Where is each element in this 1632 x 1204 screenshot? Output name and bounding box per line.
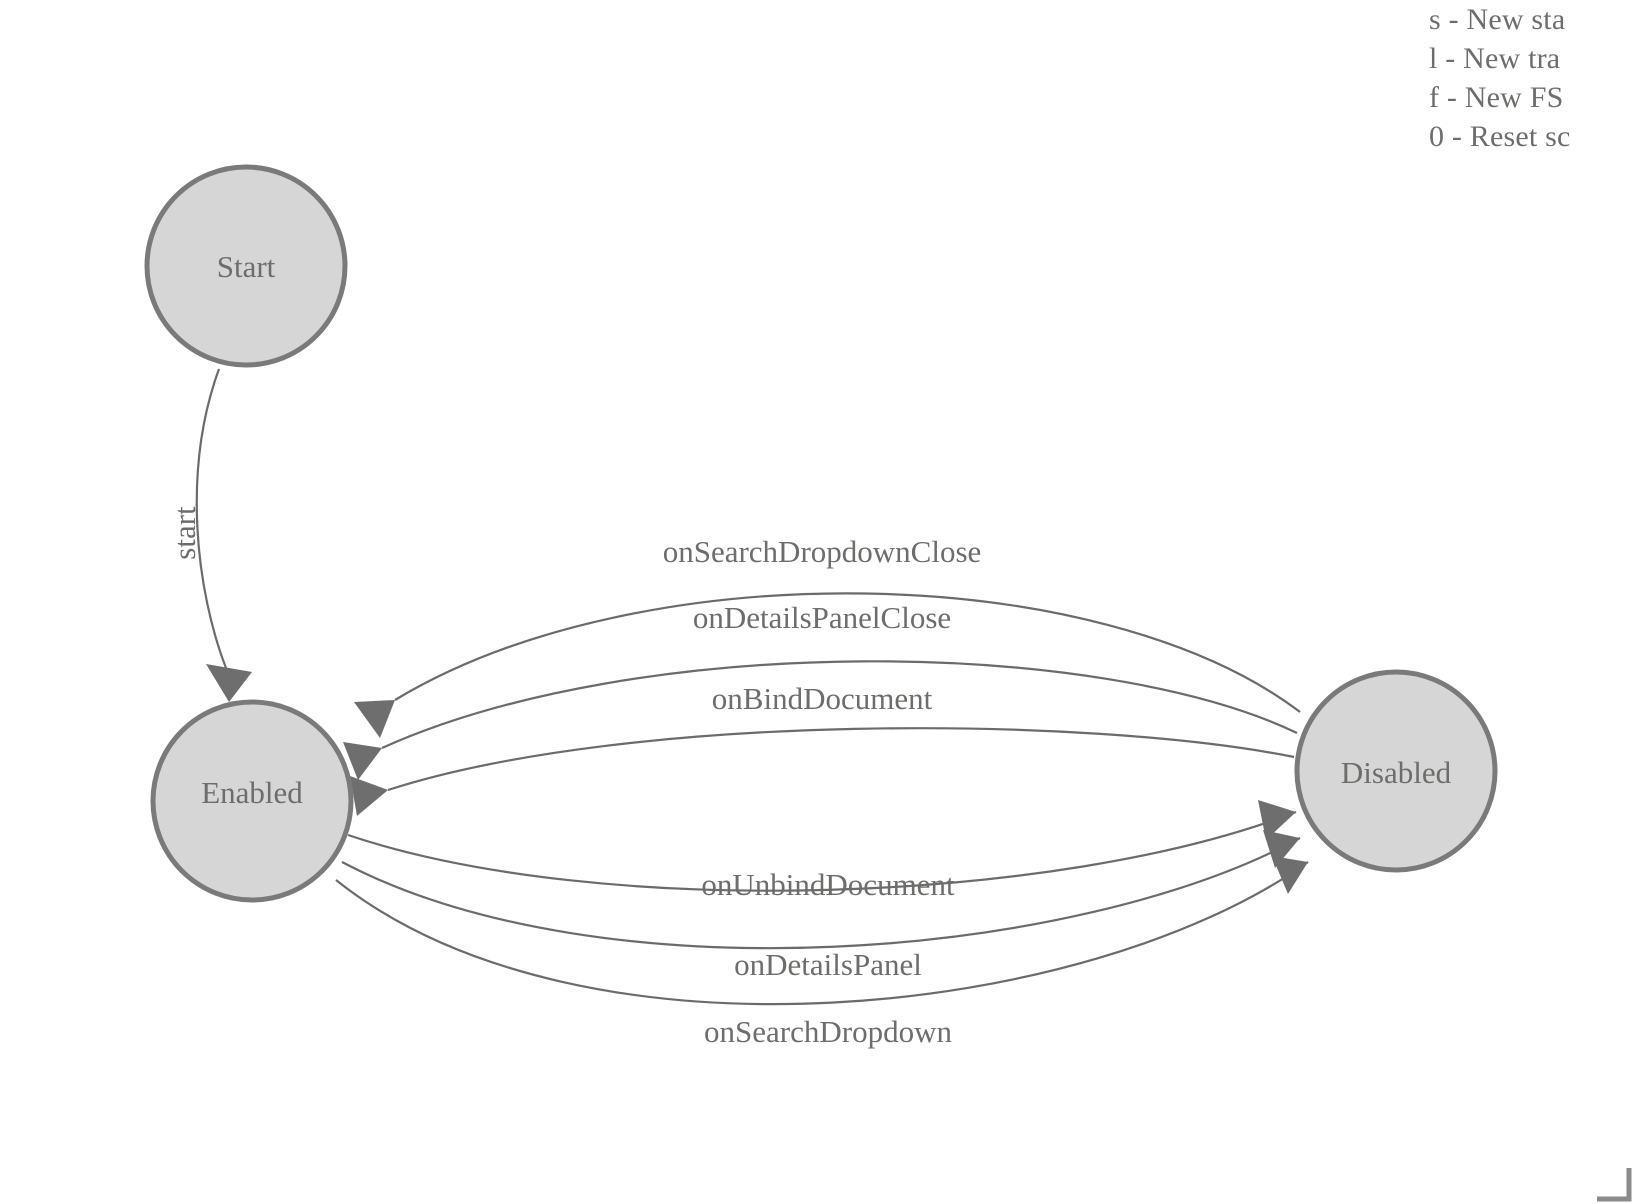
edge-on-search-dropdown[interactable]: onSearchDropdown: [335, 856, 1309, 1049]
arrowhead-on-details-panel: [1263, 830, 1300, 868]
edge-label-on-bind-document: onBindDocument: [712, 681, 933, 716]
edge-label-on-search-dropdown-close: onSearchDropdownClose: [663, 534, 982, 569]
node-start-label: Start: [217, 249, 276, 284]
edge-label-on-unbind-document: onUnbindDocument: [701, 867, 955, 902]
arrowhead-start: [206, 664, 252, 702]
node-enabled-label: Enabled: [201, 775, 303, 810]
legend-line-reset-scale: 0 - Reset sc: [1429, 120, 1571, 153]
edge-on-search-dropdown-close[interactable]: onSearchDropdownClose: [354, 534, 1301, 738]
arrowhead-on-search-dropdown-close: [354, 700, 395, 738]
node-enabled-circle[interactable]: [150, 699, 354, 903]
edge-path-on-bind-document: [387, 727, 1295, 792]
node-disabled[interactable]: Disabled: [1294, 669, 1498, 873]
edge-on-details-panel[interactable]: onDetailsPanel: [341, 830, 1301, 982]
node-start[interactable]: Start: [144, 164, 348, 368]
arrowhead-on-unbind-document: [1258, 800, 1296, 840]
edge-label-on-details-panel: onDetailsPanel: [734, 947, 922, 982]
node-disabled-circle[interactable]: [1294, 669, 1498, 873]
edge-on-details-panel-close[interactable]: onDetailsPanelClose: [343, 600, 1298, 780]
node-disabled-label: Disabled: [1341, 755, 1452, 790]
legend-line-new-fsm: f - New FS: [1429, 81, 1564, 114]
edge-path-on-details-panel: [341, 837, 1301, 950]
edge-path-on-unbind-document: [347, 810, 1297, 892]
node-enabled[interactable]: Enabled: [150, 699, 354, 903]
resize-corner-handle[interactable]: [1597, 1168, 1632, 1202]
edge-label-on-search-dropdown: onSearchDropdown: [704, 1014, 952, 1049]
node-start-circle[interactable]: [144, 164, 348, 368]
edge-path-start: [195, 368, 228, 669]
edge-label-start: start: [167, 506, 202, 560]
legend-line-new-transition: l - New tra: [1429, 42, 1561, 75]
edge-on-bind-document[interactable]: onBindDocument: [350, 681, 1295, 816]
edge-start[interactable]: start: [167, 368, 252, 702]
arrowhead-on-search-dropdown: [1272, 856, 1308, 894]
edge-path-on-search-dropdown: [335, 861, 1309, 1006]
edge-path-on-details-panel-close: [381, 660, 1298, 750]
edge-label-on-details-panel-close: onDetailsPanelClose: [693, 600, 951, 635]
arrowhead-on-details-panel-close: [343, 742, 382, 780]
shortcut-legend: s - New sta l - New tra f - New FS 0 - R…: [1429, 0, 1632, 156]
legend-line-new-state: s - New sta: [1429, 3, 1566, 36]
arrowhead-on-bind-document: [350, 776, 388, 816]
edge-path-on-search-dropdown-close: [394, 592, 1301, 713]
edge-on-unbind-document[interactable]: onUnbindDocument: [347, 800, 1297, 902]
